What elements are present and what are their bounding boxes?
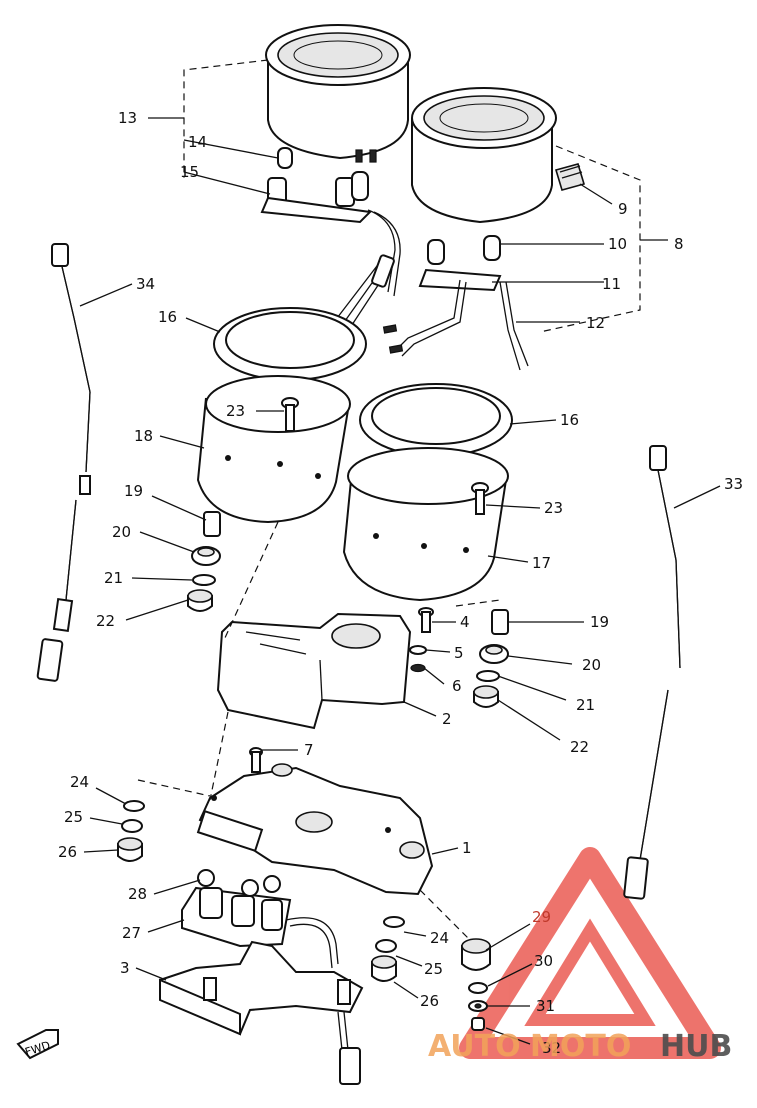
tachometer-gauge — [411, 87, 586, 224]
gauge-case-left — [196, 375, 351, 524]
label-23-right: 23 — [544, 499, 563, 517]
label-26-left: 26 — [58, 843, 77, 861]
watermark-text: AUTO MOTO HUB — [428, 1029, 732, 1064]
screw-23-right — [471, 482, 489, 515]
label-2: 2 — [442, 710, 452, 728]
label-26-right: 26 — [420, 992, 439, 1010]
grommet-stack-right — [473, 609, 509, 708]
label-34: 34 — [136, 275, 155, 293]
label-16-right: 16 — [560, 411, 579, 429]
indicator-light-block — [181, 869, 339, 969]
label-14: 14 — [188, 133, 207, 151]
label-16-left: 16 — [158, 308, 177, 326]
bolt-washer-4-5-6 — [409, 607, 434, 673]
bracket-plate — [196, 747, 434, 896]
label-27: 27 — [122, 924, 141, 942]
label-19-right: 19 — [590, 613, 609, 631]
label-22-left: 22 — [96, 612, 115, 630]
watermark-hub: HUB — [660, 1029, 732, 1064]
label-21-left: 21 — [104, 569, 123, 587]
label-30: 30 — [534, 952, 553, 970]
label-7: 7 — [304, 741, 314, 759]
bulb-harness-right — [382, 235, 529, 371]
grommet-stack-24-26-right — [371, 916, 405, 982]
grommet-stack-24-26-left — [117, 800, 145, 862]
label-1: 1 — [462, 839, 472, 857]
lower-bracket — [158, 940, 364, 1085]
label-24-right: 24 — [430, 929, 449, 947]
label-19-left: 19 — [124, 482, 143, 500]
label-5: 5 — [454, 644, 464, 662]
label-20-left: 20 — [112, 523, 131, 541]
label-13: 13 — [118, 109, 137, 127]
speedometer-gauge — [265, 24, 411, 163]
gauge-case-right — [342, 447, 509, 602]
meter-housing — [216, 612, 412, 730]
cable-33 — [623, 445, 681, 900]
label-32: 32 — [542, 1039, 561, 1057]
label-24-left: 24 — [70, 773, 89, 791]
watermark-auto: AUTO — [428, 1029, 521, 1064]
screw-23-left — [281, 397, 299, 432]
cable-34 — [36, 243, 91, 682]
label-10: 10 — [608, 235, 627, 253]
label-23-left: 23 — [226, 402, 245, 420]
leader-lines — [79, 59, 721, 1045]
label-4: 4 — [460, 613, 470, 631]
label-25-right: 25 — [424, 960, 443, 978]
grommet-stack-left — [187, 511, 221, 612]
label-12: 12 — [586, 314, 605, 332]
label-21-right: 21 — [576, 696, 595, 714]
label-8: 8 — [674, 235, 684, 253]
label-31: 31 — [536, 997, 555, 1015]
label-11: 11 — [602, 275, 621, 293]
label-22-right: 22 — [570, 738, 589, 756]
label-20-right: 20 — [582, 656, 601, 674]
watermark-moto: MOTO — [530, 1029, 631, 1064]
label-33: 33 — [724, 475, 743, 493]
label-15: 15 — [180, 163, 199, 181]
label-9: 9 — [618, 200, 628, 218]
watermark-logo — [459, 847, 721, 1059]
fwd-arrow: FWD — [16, 1029, 59, 1060]
label-6: 6 — [452, 677, 462, 695]
gauge-ring-left — [213, 307, 367, 381]
label-28: 28 — [128, 885, 147, 903]
bulb-harness-left — [260, 147, 401, 335]
label-3: 3 — [120, 959, 130, 977]
grommet-stack-29-32 — [461, 938, 491, 1031]
gauge-ring-right — [359, 383, 513, 457]
label-18: 18 — [134, 427, 153, 445]
label-25-left: 25 — [64, 808, 83, 826]
label-29: 29 — [532, 908, 551, 926]
label-17: 17 — [532, 554, 551, 572]
part-labels: 13 14 15 9 10 8 11 12 34 16 23 16 18 19 … — [58, 109, 743, 1057]
